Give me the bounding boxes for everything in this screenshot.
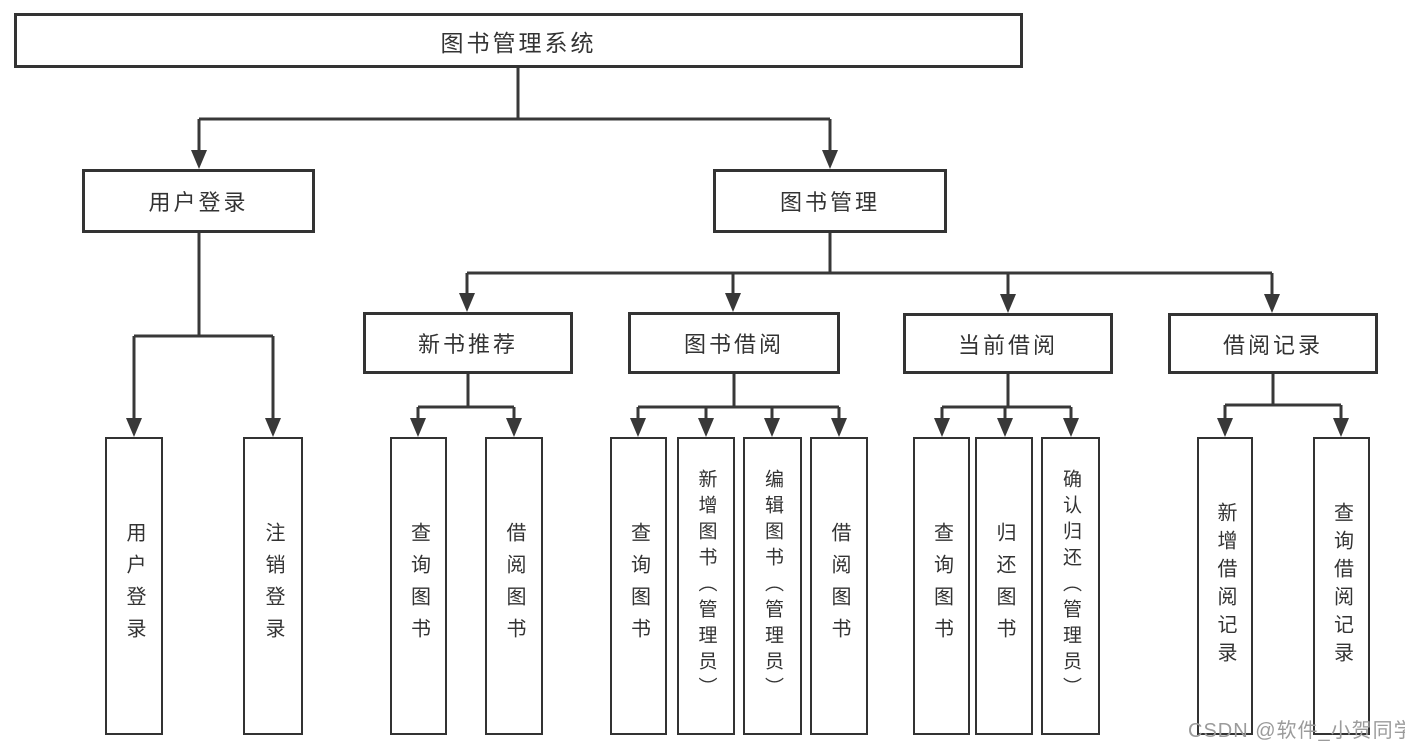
node-book-borrow: 图书借阅: [628, 312, 840, 374]
leaf-borrow-book-recommend: 借阅图书: [485, 437, 543, 735]
connector-root-branch: [197, 68, 832, 164]
leaf-add-borrow-record-label: 新增借阅记录: [1214, 502, 1236, 670]
node-root-label: 图书管理系统: [440, 29, 597, 56]
leaf-query-book-current: 查询图书: [913, 437, 970, 735]
csdn-watermark: CSDN @软件_小贺同学: [1188, 720, 1405, 742]
leaf-confirm-return-admin-label: 确认归还（管理员）: [1060, 469, 1081, 703]
leaf-query-borrow-record-label: 查询借阅记录: [1330, 502, 1353, 670]
node-new-book-recommend: 新书推荐: [363, 312, 573, 374]
leaf-query-book-current-label: 查询图书: [930, 522, 953, 650]
arrowhead: [410, 418, 426, 437]
leaf-borrow-book-recommend-label: 借阅图书: [503, 522, 525, 650]
node-root: 图书管理系统: [14, 13, 1023, 68]
node-borrow-record-label: 借阅记录: [1222, 332, 1323, 358]
arrowhead: [1333, 418, 1349, 437]
connector-book-borrow-branch: [636, 374, 841, 432]
arrowhead: [265, 418, 281, 437]
leaf-user-login: 用户登录: [105, 437, 163, 735]
connector-borrow-record-branch: [1223, 374, 1343, 432]
connector-book-mgmt-branch: [465, 233, 1274, 308]
leaf-edit-book-admin-label: 编辑图书（管理员）: [762, 469, 783, 703]
leaf-add-book-admin-label: 新增图书（管理员）: [695, 469, 717, 703]
node-book-management-label: 图书管理: [779, 190, 880, 215]
arrowhead: [191, 150, 207, 169]
arrowhead: [764, 418, 780, 437]
leaf-user-login-label: 用户登录: [123, 522, 145, 650]
leaf-confirm-return-admin: 确认归还（管理员）: [1041, 437, 1100, 735]
leaf-query-borrow-record: 查询借阅记录: [1313, 437, 1370, 735]
node-current-borrow-label: 当前借阅: [957, 332, 1058, 358]
leaf-return-book: 归还图书: [975, 437, 1033, 735]
leaf-query-book-recommend: 查询图书: [390, 437, 447, 735]
node-book-borrow-label: 图书借阅: [683, 332, 784, 357]
node-new-book-recommend-label: 新书推荐: [417, 332, 518, 357]
node-user-login: 用户登录: [82, 169, 315, 233]
leaf-add-borrow-record: 新增借阅记录: [1197, 437, 1253, 735]
arrowhead: [831, 418, 847, 437]
leaf-edit-book-admin: 编辑图书（管理员）: [743, 437, 802, 735]
node-book-management: 图书管理: [713, 169, 947, 233]
leaf-borrow-book: 借阅图书: [810, 437, 868, 735]
connector-new-book-branch: [416, 374, 516, 432]
node-current-borrow: 当前借阅: [903, 313, 1113, 374]
arrowhead: [1264, 294, 1280, 313]
leaf-return-book-label: 归还图书: [993, 522, 1015, 650]
arrowhead: [698, 418, 714, 437]
arrowhead: [126, 418, 142, 437]
connector-user-login-branch: [132, 233, 275, 432]
leaf-query-book-borrow-label: 查询图书: [627, 522, 650, 650]
arrowhead: [934, 418, 950, 437]
arrowhead: [1000, 294, 1016, 313]
arrowhead: [1217, 418, 1233, 437]
arrowhead: [630, 418, 646, 437]
arrowhead: [1063, 418, 1079, 437]
leaf-query-book-recommend-label: 查询图书: [407, 522, 430, 650]
leaf-add-book-admin: 新增图书（管理员）: [677, 437, 735, 735]
arrowhead: [459, 293, 475, 312]
node-user-login-label: 用户登录: [148, 190, 249, 215]
leaf-logout: 注销登录: [243, 437, 303, 735]
arrowhead: [506, 418, 522, 437]
leaf-query-book-borrow: 查询图书: [610, 437, 667, 735]
leaf-logout-label: 注销登录: [262, 522, 284, 650]
leaf-borrow-book-label: 借阅图书: [828, 522, 850, 650]
connector-current-borrow-branch: [940, 374, 1073, 432]
node-borrow-record: 借阅记录: [1168, 313, 1378, 374]
arrowhead: [725, 293, 741, 312]
arrowhead: [822, 150, 838, 169]
arrowhead: [997, 418, 1013, 437]
